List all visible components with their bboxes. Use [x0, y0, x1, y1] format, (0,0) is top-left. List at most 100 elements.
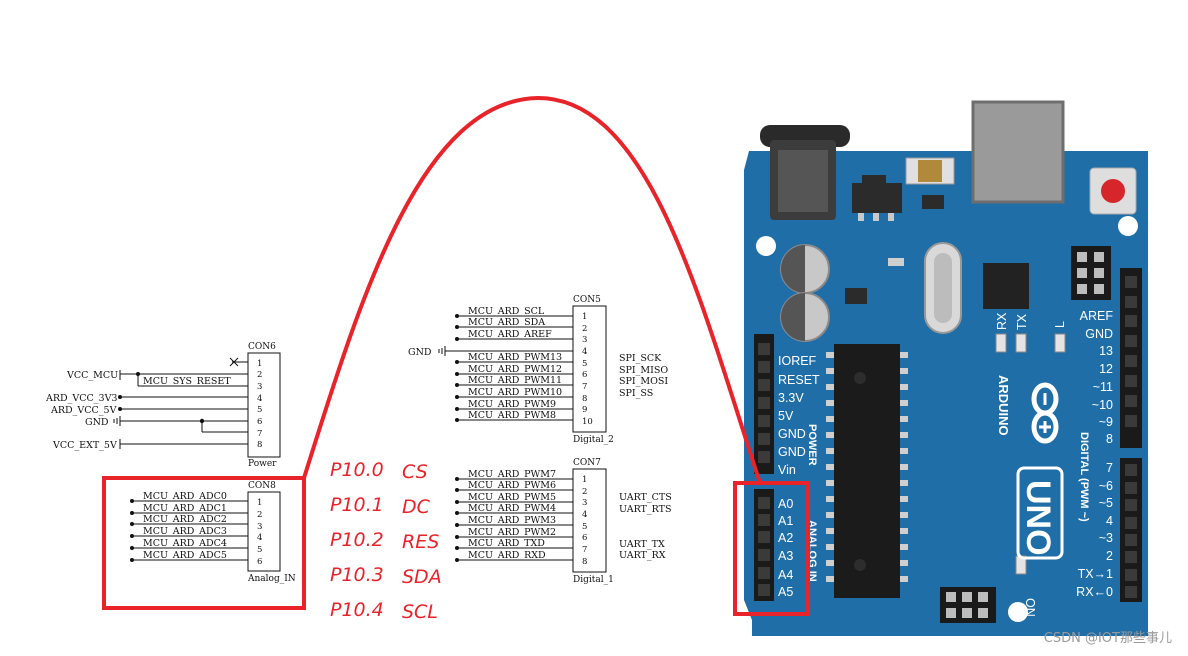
digital-pin-6: ~6: [1099, 479, 1113, 493]
icsp-header-2: [940, 587, 996, 623]
con7-body: [572, 468, 607, 573]
power-pin-gnd-1: GND: [778, 427, 806, 441]
mounting-hole-3: [1008, 602, 1028, 622]
con7-net-uart-cts: UART_CTS: [619, 492, 672, 503]
con5-net-pwm13: MCU_ARD_PWM13: [468, 352, 562, 363]
analog-pin-a2: A2: [778, 531, 793, 545]
con7-net-pwm5: MCU_ARD_PWM5: [468, 492, 556, 503]
con5-net-pwm10: MCU_ARD_PWM10: [468, 387, 562, 398]
board-pcb: [744, 151, 1148, 636]
con6-net-vcc-mcu: VCC_MCU: [66, 370, 118, 381]
usb-chip: [983, 263, 1029, 309]
con7-net-pwm7: MCU_ARD_PWM7: [468, 469, 556, 480]
con5-pin-3: 3: [582, 335, 587, 345]
con8-footer: Analog_IN: [247, 574, 296, 584]
digital-pin-8: 8: [1106, 432, 1113, 446]
con6-net-gnd: GND: [85, 417, 109, 428]
power-header-title: POWER: [806, 424, 818, 466]
con8-pin-5: 5: [257, 545, 262, 555]
con5-pin-6: 6: [582, 370, 587, 380]
digital-pin-4: 4: [1106, 514, 1113, 528]
con7-net-pwm4: MCU_ARD_PWM4: [468, 503, 556, 514]
con5-net-pwm9: MCU_ARD_PWM9: [468, 399, 556, 410]
reset-button[interactable]: [1101, 179, 1125, 203]
con5-net-aref: MCU_ARD_AREF: [468, 329, 552, 340]
digital-pin-10: ~10: [1092, 398, 1113, 412]
con5-net-spi-mosi: SPI_MOSI: [619, 376, 668, 387]
power-header: [754, 334, 774, 474]
con7-net-uart-tx: UART_TX: [619, 539, 665, 550]
con8-body: [247, 491, 281, 572]
power-pin-reset: RESET: [778, 373, 820, 387]
con7-net-uart-rx: UART_RX: [619, 550, 666, 561]
tx-led-label: TX: [1015, 313, 1029, 330]
con8-pin-2: 2: [257, 510, 262, 520]
l-led-label: L: [1053, 321, 1067, 328]
con6-net-ard-vcc-3v3: ARD_VCC_3V3: [45, 393, 117, 404]
digital-pin-7: 7: [1106, 461, 1113, 475]
pin-mapping-list: P10.0 CS P10.1 DC P10.2 RES P10.3 SDA P1…: [330, 459, 442, 623]
con8-pin-4: 4: [257, 533, 262, 543]
analog-pin-a3: A3: [778, 549, 793, 563]
con8-net-adc5: MCU_ARD_ADC5: [143, 550, 227, 561]
power-pin-vin: Vin: [778, 463, 796, 477]
digital-pin-0: RX←0: [1076, 585, 1113, 599]
con5-pin-1: 1: [582, 312, 587, 322]
mapping-pin-2: P10.2: [330, 529, 384, 551]
mapping-signal-4: SCL: [402, 601, 438, 623]
digital-pin-3: ~3: [1099, 531, 1113, 545]
con5-body: [572, 305, 607, 433]
con6-pin-3: 3: [257, 382, 262, 392]
con6-title: CON6: [248, 342, 276, 352]
digital-header-bottom: [1120, 458, 1142, 602]
arduino-uno-board: RX TX L ON ARDUINO UNO: [744, 100, 1148, 636]
con6-pin-8: 8: [257, 440, 262, 450]
con8-net-adc2: MCU_ARD_ADC2: [143, 514, 227, 525]
con8-pin-3: 3: [257, 522, 262, 532]
con5-pin-4: 4: [582, 347, 587, 357]
con7-pin-1: 1: [582, 475, 587, 485]
con6-pin-7: 7: [257, 429, 262, 439]
highlight-overlay: [102, 95, 810, 616]
watermark-text: CSDN @IOT那些事儿: [1044, 631, 1172, 646]
mapping-signal-2: RES: [402, 531, 439, 553]
con7-title: CON7: [573, 458, 601, 468]
con5-pins: 1 2 3 4 5 6 7 8 9 10: [582, 312, 593, 427]
digital-pin-aref: AREF: [1080, 309, 1114, 323]
digital-pin-9: ~9: [1099, 415, 1113, 429]
digital-pin-12: 12: [1099, 362, 1113, 376]
mapping-pin-4: P10.4: [330, 599, 384, 621]
con7-pin-8: 8: [582, 557, 587, 567]
con5-net-pwm8: MCU_ARD_PWM8: [468, 410, 556, 421]
con7-net-pwm6: MCU_ARD_PWM6: [468, 480, 556, 491]
mapping-signal-3: SDA: [402, 566, 442, 588]
con6-wires: [113, 357, 248, 449]
con5-net-spi-ss: SPI_SS: [619, 388, 653, 399]
digital-pin-2: 2: [1106, 549, 1113, 563]
analog-pin-a5: A5: [778, 585, 793, 599]
digital-header-title: DIGITAL (PWM ~): [1078, 432, 1090, 522]
con8-pin-1: 1: [257, 498, 262, 508]
con8-title: CON8: [248, 481, 276, 491]
power-pin-3v3: 3.3V: [778, 391, 804, 405]
con8-connector: CON8 Analog_IN 1 2 3 4 5 6 MCU_ARD_ADC0 …: [130, 481, 296, 584]
highlight-connection-arc: [302, 95, 762, 484]
digital-pin-gnd: GND: [1085, 327, 1113, 341]
con5-pin-7: 7: [582, 382, 587, 392]
con7-net-pwm2: MCU_ARD_PWM2: [468, 527, 556, 538]
con6-footer: Power: [248, 459, 277, 469]
con6-pin-2: 2: [257, 370, 262, 380]
con5-pin-2: 2: [582, 324, 587, 334]
board-brand: ARDUINO: [996, 375, 1011, 436]
con6-pins: 1 2 3 4 5 6 7 8: [257, 359, 262, 450]
con7-pin-5: 5: [582, 522, 587, 532]
con6-pin-1: 1: [257, 359, 262, 369]
con7-pin-2: 2: [582, 487, 587, 497]
rx-led-label: RX: [995, 312, 1009, 330]
board-model: UNO: [1019, 480, 1057, 556]
con7-pin-4: 4: [582, 510, 587, 520]
con7-pin-6: 6: [582, 533, 587, 543]
digital-pin-5: ~5: [1099, 496, 1113, 510]
con7-pin-7: 7: [582, 545, 587, 555]
power-pin-gnd-2: GND: [778, 445, 806, 459]
